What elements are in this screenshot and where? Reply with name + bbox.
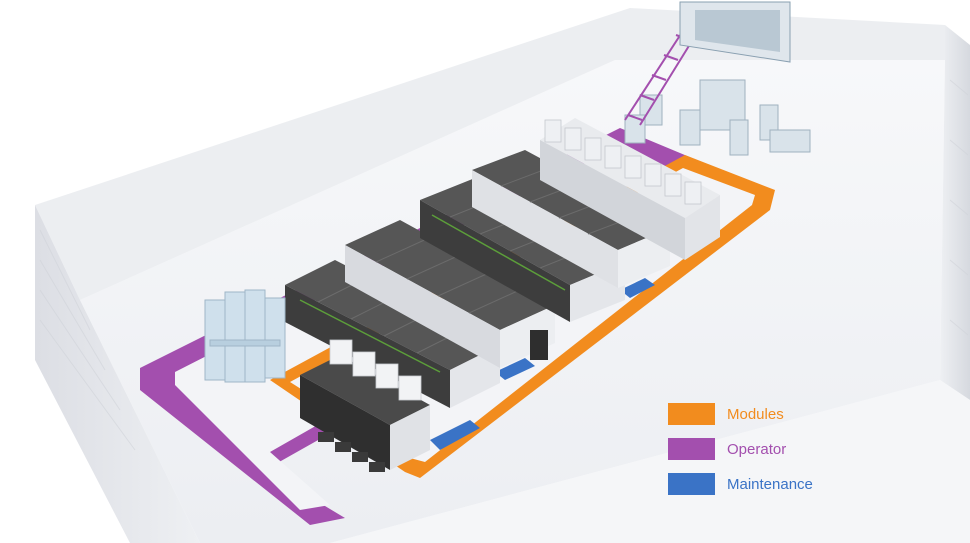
elevated-control-room	[679, 1, 791, 63]
legend: Modules Operator Maintenance	[668, 402, 878, 507]
legend-label-operator: Operator	[727, 440, 787, 458]
legend-swatch-maintenance	[668, 473, 715, 495]
hall-left-wall	[35, 205, 200, 543]
legend-swatch-operator	[668, 438, 715, 460]
legend-item-maintenance: Maintenance	[668, 472, 878, 496]
legend-item-operator: Operator	[668, 437, 878, 461]
module-row-5	[540, 118, 720, 260]
hall-back-wall	[35, 8, 945, 300]
legend-swatch-modules	[668, 403, 715, 425]
module-row-2	[345, 220, 555, 368]
legend-label-modules: Modules	[727, 405, 784, 423]
legend-item-modules: Modules	[668, 402, 878, 426]
front-module-block	[300, 339, 430, 472]
hall-right-wall	[940, 25, 970, 400]
hall-front-wall	[330, 380, 970, 543]
robot-cell	[624, 79, 811, 156]
legend-label-maintenance: Maintenance	[727, 475, 813, 493]
circular-rack	[204, 289, 286, 383]
wall-stripes	[39, 79, 969, 451]
